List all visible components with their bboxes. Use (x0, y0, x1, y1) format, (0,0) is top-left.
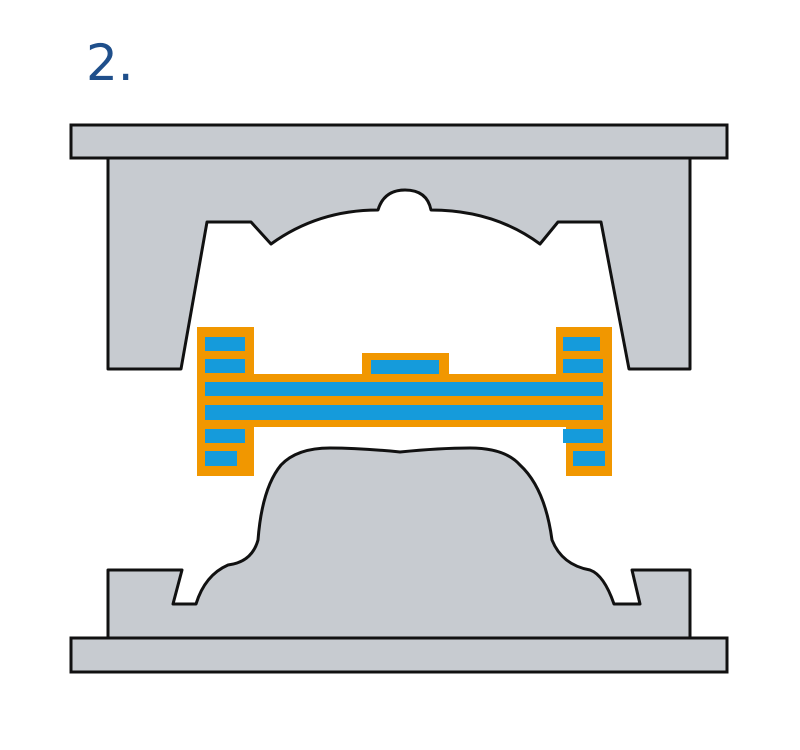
preform-core-layer-1 (205, 382, 603, 396)
preform-core-left-4 (205, 451, 237, 466)
layered-preform (197, 327, 612, 476)
preform-core-left-3 (205, 429, 245, 443)
preform-core-center-pad (371, 360, 439, 374)
upper-mold-die (106, 156, 692, 371)
lower-press-platen (69, 636, 729, 674)
preform-core-right-4 (573, 451, 605, 466)
lower-mold-die (106, 446, 692, 640)
preform-core-right-3 (563, 429, 603, 443)
preform-core-left-1 (205, 337, 245, 351)
preform-core-layer-2 (205, 405, 603, 420)
upper-press-platen (69, 123, 729, 160)
preform-core-left-2 (205, 359, 245, 373)
preform-core-right-1 (563, 337, 600, 351)
preform-core-right-2 (563, 359, 603, 373)
step-number-label: 2. (86, 34, 134, 92)
preform-orange-wrap (197, 327, 612, 476)
